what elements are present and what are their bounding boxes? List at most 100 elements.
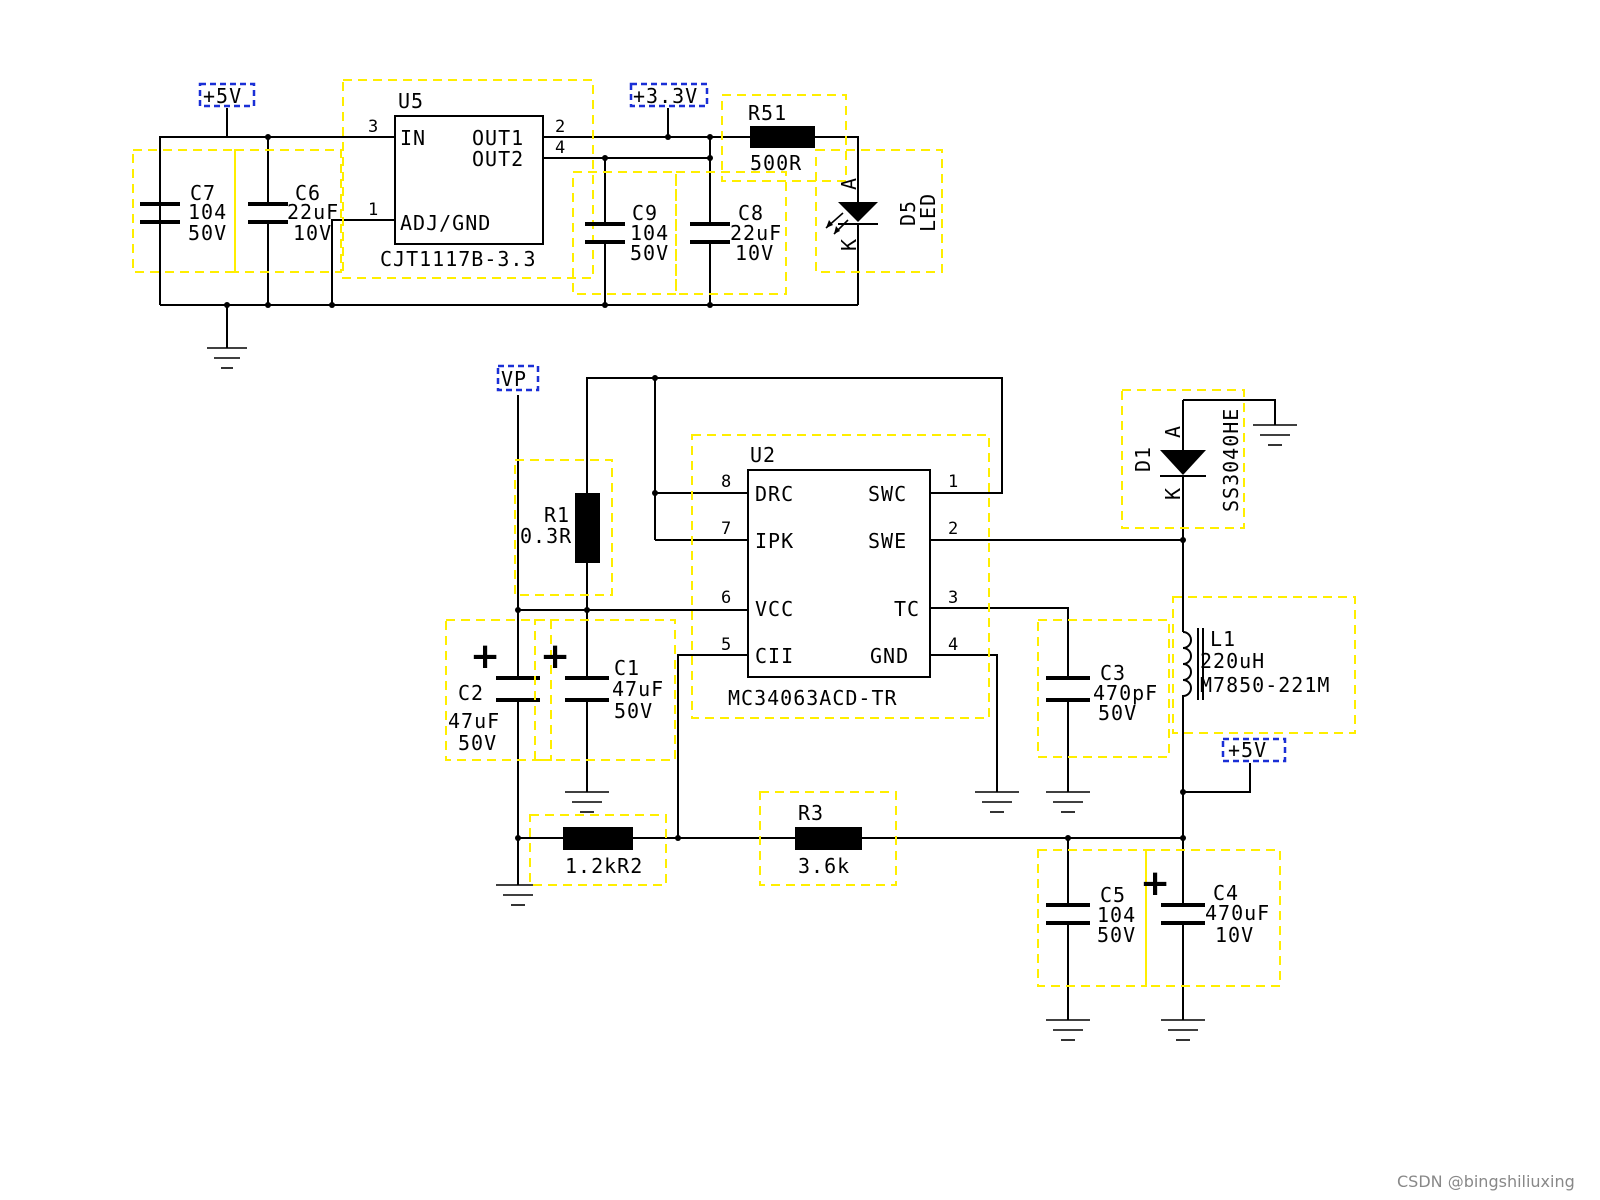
c1-value: 47uF [612, 677, 664, 701]
u5-pin-out1: OUT1 [472, 126, 524, 150]
l1-part: M7850-221M [1200, 673, 1330, 697]
c1-voltage: 50V [614, 699, 653, 723]
net-label-text: +5V [203, 84, 242, 108]
d1-pin-k: K [1161, 487, 1185, 500]
ground-symbol [207, 347, 247, 369]
ldo-wires [159, 108, 859, 348]
u2-pin-gnd: GND [870, 644, 909, 668]
c9-ref: C9 [632, 201, 658, 225]
l1-inductor[interactable]: L1 220uH M7850-221M [1172, 596, 1356, 734]
c7-value: 104 [188, 200, 227, 224]
c2-value: 47uF [448, 709, 500, 733]
c4-voltage: 10V [1215, 923, 1254, 947]
u5-regulator[interactable]: U5 IN OUT1 OUT2 ADJ/GND 3 2 4 1 CJT1117B… [342, 79, 594, 279]
u2-pin-ipk: IPK [755, 529, 794, 553]
c5-value: 104 [1097, 903, 1136, 927]
u5-part: CJT1117B-3.3 [380, 247, 537, 271]
ground-symbol [1161, 1019, 1205, 1041]
c8-voltage: 10V [735, 241, 774, 265]
c6-capacitor[interactable]: C6 22uF 10V [234, 149, 342, 273]
ground-symbol [975, 791, 1019, 813]
c7-capacitor[interactable]: C7 104 50V [132, 149, 236, 273]
ground-symbol [1046, 1019, 1090, 1041]
c6-ref: C6 [295, 181, 321, 205]
u2-pin-num-5: 5 [721, 635, 732, 655]
c1-polarity: + [540, 636, 571, 677]
c2-capacitor[interactable]: + C2 47uF 50V [445, 619, 552, 761]
c4-capacitor[interactable]: + C4 470uF 10V [1140, 849, 1281, 987]
net-label-vp[interactable]: VP [496, 364, 540, 392]
c4-polarity: + [1140, 863, 1171, 904]
c1-ref: C1 [614, 656, 640, 680]
d5-led[interactable]: A K D5 LED [815, 149, 943, 273]
u5-pin-num-1: 1 [368, 200, 379, 220]
c8-value: 22uF [730, 221, 782, 245]
r51-ref: R51 [748, 101, 787, 125]
u2-pin-num-3: 3 [948, 588, 959, 608]
u2-pin-num-4: 4 [948, 635, 959, 655]
c9-value: 104 [630, 221, 669, 245]
net-label-3v3[interactable]: +3.3V [629, 82, 709, 108]
r3-resistor[interactable]: R3 3.6k [759, 791, 897, 886]
c3-capacitor[interactable]: C3 470pF 50V [1037, 619, 1170, 758]
u5-pin-out2: OUT2 [472, 147, 524, 171]
c3-ref: C3 [1100, 661, 1126, 685]
d5-pin-k: K [837, 238, 861, 251]
d5-pin-a: A [837, 177, 861, 190]
c2-ref: C2 [458, 681, 484, 705]
c5-ref: C5 [1100, 883, 1126, 907]
u2-pin-num-1: 1 [948, 472, 959, 492]
l1-value: 220uH [1200, 649, 1265, 673]
c6-voltage: 10V [293, 221, 332, 245]
u2-pin-swe: SWE [868, 529, 907, 553]
ground-symbol [565, 791, 609, 813]
u2-pin-drc: DRC [755, 482, 794, 506]
c7-ref: C7 [190, 181, 216, 205]
u5-pin-num-3: 3 [368, 117, 379, 137]
u2-pin-vcc: VCC [755, 597, 794, 621]
u2-part: MC34063ACD-TR [728, 686, 898, 710]
u2-pin-tc: TC [894, 597, 920, 621]
r2-label: 1.2kR2 [565, 854, 643, 878]
c3-value: 470pF [1093, 681, 1158, 705]
d1-pin-a: A [1161, 425, 1185, 438]
u2-pin-swc: SWC [868, 482, 907, 506]
ground-symbol [1046, 791, 1090, 813]
c8-capacitor[interactable]: C8 22uF 10V [675, 171, 787, 295]
u5-pin-adj: ADJ/GND [400, 211, 491, 235]
c4-ref: C4 [1213, 881, 1239, 905]
u5-pin-num-4: 4 [555, 138, 566, 158]
net-label-text: VP [501, 367, 527, 391]
u2-pin-cii: CII [755, 644, 794, 668]
c9-voltage: 50V [630, 241, 669, 265]
r1-ref: R1 [544, 503, 570, 527]
c9-capacitor[interactable]: C9 104 50V [572, 171, 677, 295]
c1-capacitor[interactable]: + C1 47uF 50V [534, 619, 676, 761]
r1-value: 0.3R [520, 524, 572, 548]
ldo-section: +5V +3.3V U5 IN OUT1 OUT2 ADJ/GND 3 2 4 … [132, 79, 943, 369]
c7-voltage: 50V [188, 221, 227, 245]
net-label-5v-in[interactable]: +5V [198, 82, 256, 108]
d5-value: LED [916, 193, 940, 232]
u2-pin-num-2: 2 [948, 519, 959, 539]
u2-ref: U2 [750, 443, 776, 467]
buck-section: VP +5V U2 DRC IPK VCC CII SWC SWE TC GND… [445, 364, 1356, 1041]
u2-controller[interactable]: U2 DRC IPK VCC CII SWC SWE TC GND 8 7 6 … [691, 434, 990, 719]
u2-pin-num-8: 8 [721, 472, 732, 492]
c5-capacitor[interactable]: C5 104 50V [1037, 849, 1147, 987]
r51-resistor[interactable]: R51 500R [721, 94, 847, 182]
r1-resistor[interactable]: R1 0.3R [514, 459, 613, 596]
net-label-5v-out[interactable]: +5V [1221, 737, 1287, 763]
u5-pin-num-2: 2 [555, 117, 566, 137]
r2-resistor[interactable]: 1.2kR2 [529, 814, 667, 886]
c2-voltage: 50V [458, 731, 497, 755]
watermark: CSDN @bingshiliuxing [1397, 1172, 1575, 1191]
c2-polarity: + [470, 636, 501, 677]
c4-value: 470uF [1205, 901, 1270, 925]
d1-diode[interactable]: A K D1 SS3040HE [1121, 389, 1245, 529]
u5-ref: U5 [398, 89, 424, 113]
c8-ref: C8 [738, 201, 764, 225]
u2-pin-num-6: 6 [721, 588, 732, 608]
d1-value: SS3040HE [1219, 408, 1243, 512]
